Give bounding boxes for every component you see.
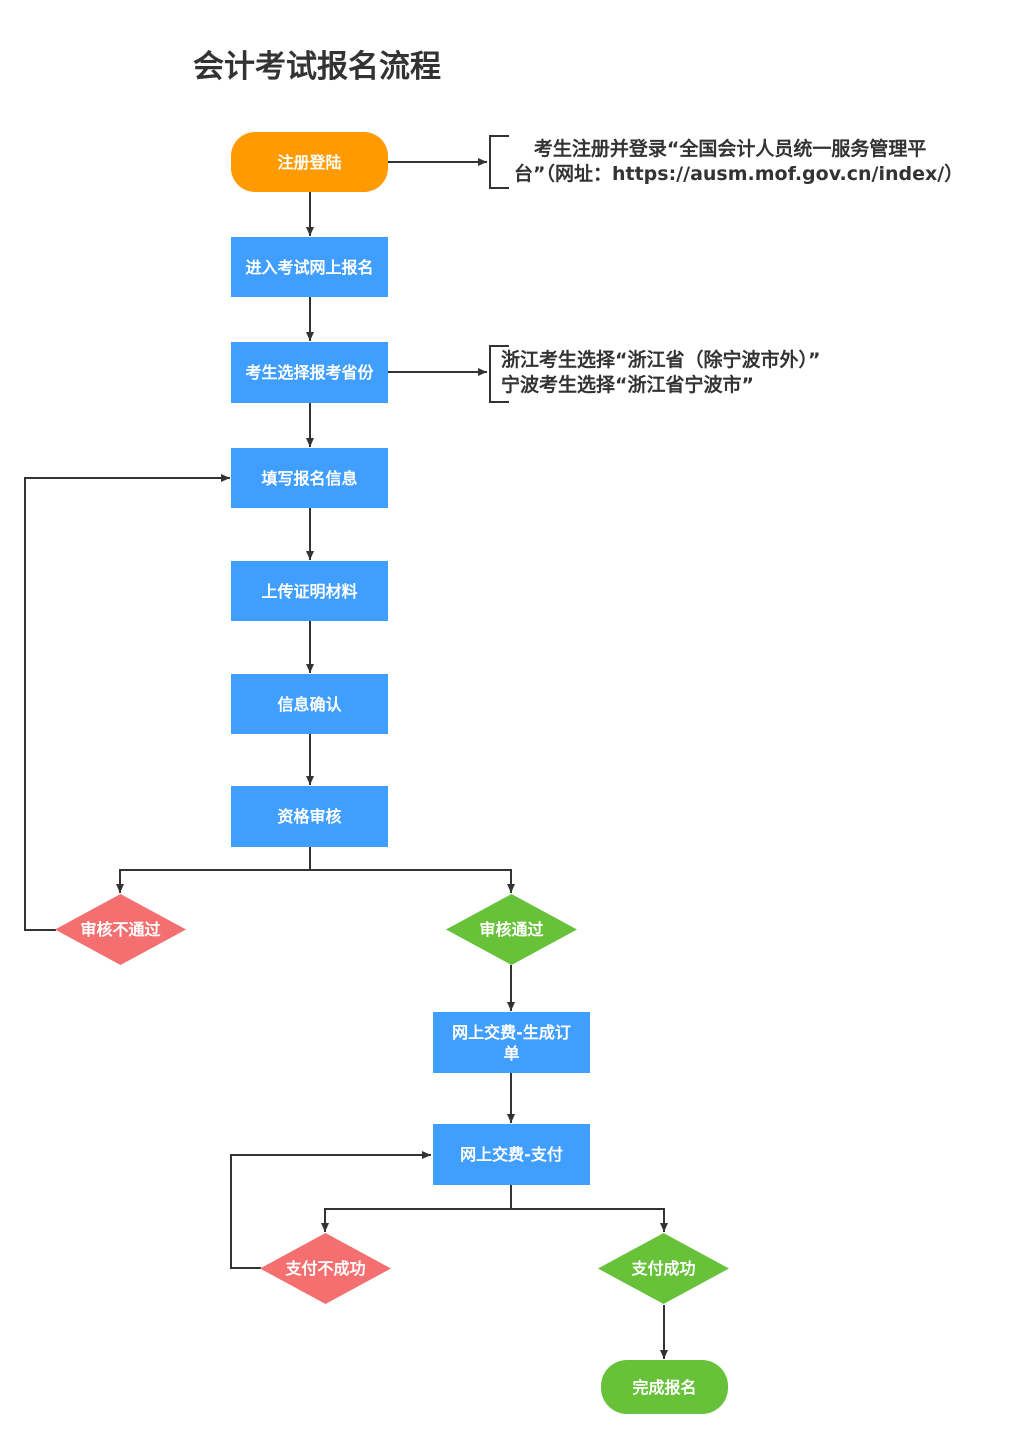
note-register-platform: 考生注册并登录“全国会计人员统一服务管理平台”（网址：https://ausm.… xyxy=(514,138,964,185)
bracket-province-note xyxy=(489,345,509,403)
note-province-ningbo: 宁波考生选择“浙江省宁波市” xyxy=(501,374,754,396)
node-registration-complete: 完成报名 xyxy=(601,1360,728,1414)
note-province-zhejiang: 浙江考生选择“浙江省（除宁波市外）” xyxy=(501,349,821,371)
node-generate-order: 网上交费-生成订单 xyxy=(433,1012,590,1073)
connector-pay-split xyxy=(321,1185,512,1232)
node-register: 注册登陆 xyxy=(231,132,388,192)
page-title: 会计考试报名流程 xyxy=(193,49,441,85)
node-select-province: 考生选择报考省份 xyxy=(231,342,388,403)
connector-review-split-right xyxy=(310,869,515,893)
node-enter-online-registration: 进入考试网上报名 xyxy=(231,237,388,297)
node-upload-documents: 上传证明材料 xyxy=(231,561,388,621)
arrow-review-fail-loop xyxy=(24,474,230,931)
connector-pay-split-right xyxy=(511,1208,668,1232)
bracket-register-note xyxy=(489,135,509,189)
node-online-payment: 网上交费-支付 xyxy=(433,1124,590,1185)
node-qualification-review: 资格审核 xyxy=(231,786,388,847)
connector-review-split xyxy=(116,847,311,893)
arrow-pay-fail-loop xyxy=(230,1151,431,1269)
node-confirm-info: 信息确认 xyxy=(231,674,388,734)
node-fill-info: 填写报名信息 xyxy=(231,448,388,508)
